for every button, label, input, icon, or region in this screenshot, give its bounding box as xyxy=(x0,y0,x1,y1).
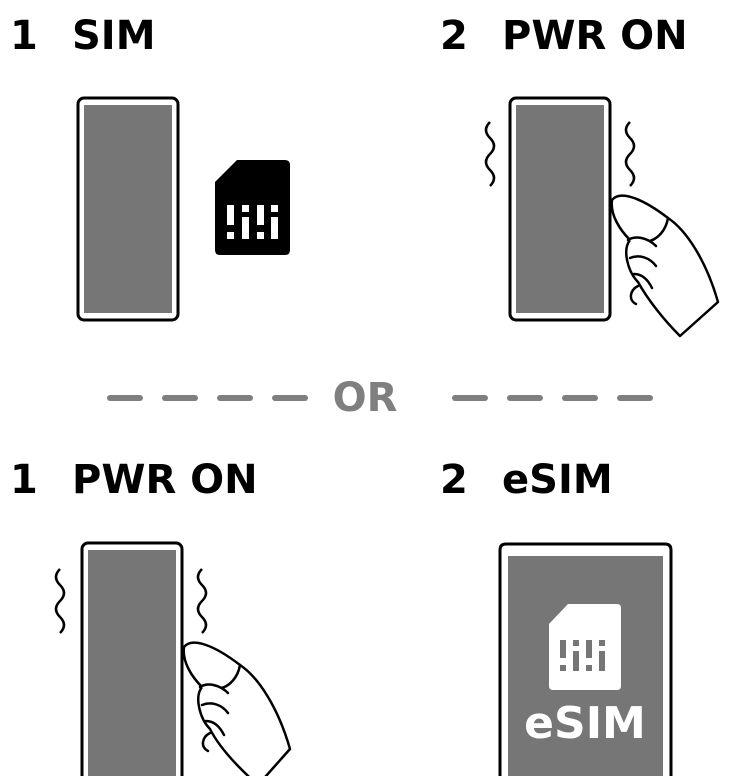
esim-card-icon xyxy=(549,604,621,690)
sim-card-icon xyxy=(215,160,290,255)
step-number: 2 xyxy=(440,16,502,56)
phone-icon xyxy=(82,543,182,776)
hand-pressing-button-icon xyxy=(612,196,718,336)
step-number: 2 xyxy=(440,460,502,500)
phone-power-on-illustration xyxy=(470,90,729,340)
step-number: 1 xyxy=(10,16,72,56)
vibration-right-icon xyxy=(626,122,634,186)
or-label: OR xyxy=(320,378,410,418)
esim-screen-label: eSIM xyxy=(524,698,646,749)
phone-with-sim-illustration xyxy=(70,90,310,330)
vibration-right-icon xyxy=(198,569,206,633)
step-title: PWR ON xyxy=(72,457,258,503)
or-separator: OR xyxy=(0,372,729,422)
phone-icon xyxy=(78,98,178,320)
hand-pressing-button-icon xyxy=(184,643,290,776)
vibration-left-icon xyxy=(56,569,64,633)
phone-icon xyxy=(510,98,610,320)
step-number: 1 xyxy=(10,460,72,500)
vibration-left-icon xyxy=(486,122,494,186)
phone-power-on-illustration-bottom xyxy=(40,535,300,776)
step-title: SIM xyxy=(72,13,156,59)
step-title: PWR ON xyxy=(502,13,688,59)
step-title: eSIM xyxy=(502,457,613,503)
esim-screen-illustration: eSIM xyxy=(495,540,675,776)
